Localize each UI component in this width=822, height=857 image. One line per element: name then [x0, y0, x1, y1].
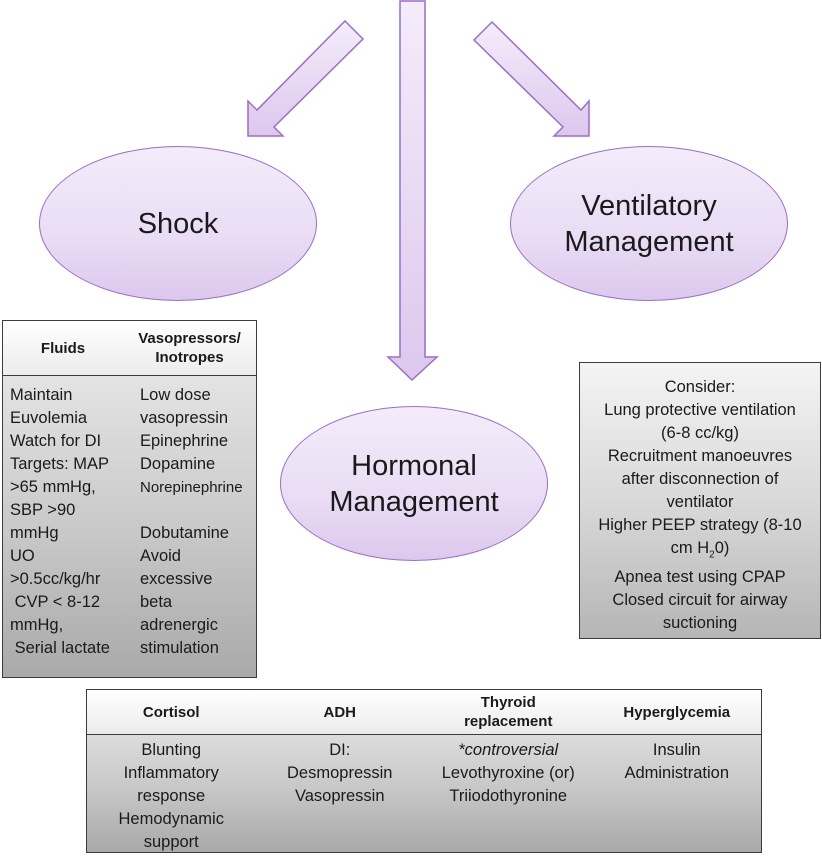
node-ventilatory-label: Ventilatory Management	[564, 188, 733, 260]
fluids-line: Maintain	[10, 386, 73, 404]
cortisol-line: Hemodynamic	[118, 810, 224, 828]
fluids-line: >0.5cc/kg/hr	[10, 570, 101, 588]
header-cortisol: Cortisol	[142, 703, 200, 721]
label-line: Hormonal	[351, 449, 477, 482]
arrow-down-right-to-ventilatory	[472, 20, 590, 137]
hormone-table: Cortisol ADH Thyroid replacement Hypergl…	[86, 689, 762, 853]
shock-table-header: Fluids Vasopressors/ Inotropes	[3, 321, 256, 376]
thyroid-line: Levothyroxine (or)	[441, 764, 575, 782]
node-hormonal-management: Hormonal Management	[280, 406, 548, 561]
node-shock: Shock	[39, 146, 317, 301]
vasopressor-line: Dopamine	[140, 455, 216, 473]
vasopressor-line: beta	[140, 593, 173, 611]
vasopressor-line: vasopressin	[140, 409, 229, 427]
header-adh: ADH	[323, 703, 357, 721]
thyroid-column: *controversial Levothyroxine (or) Triiod…	[424, 739, 593, 854]
vasopressor-line: Epinephrine	[140, 432, 229, 450]
hyperglycemia-line: Administration	[624, 764, 730, 782]
label-line: Management	[564, 225, 734, 258]
node-shock-label: Shock	[138, 206, 219, 242]
fluids-line: UO	[10, 547, 35, 565]
vent-line: ventilator	[666, 493, 734, 511]
cortisol-column: Blunting Inflammatory response Hemodynam…	[87, 739, 256, 854]
vent-line: after disconnection of	[621, 470, 779, 488]
label-line: Shock	[137, 207, 219, 240]
fluids-line: CVP < 8-12	[10, 593, 101, 611]
hyperglycemia-line: Insulin	[652, 741, 701, 759]
fluids-line: Targets: MAP	[10, 455, 110, 473]
cortisol-line: support	[143, 833, 199, 851]
vasopressor-line	[140, 499, 256, 522]
adh-column: DI: Desmopressin Vasopressin	[256, 739, 425, 854]
hormone-table-header: Cortisol ADH Thyroid replacement Hypergl…	[87, 690, 761, 735]
vent-line: Apnea test using CPAP	[614, 568, 786, 587]
arrow-down-left-to-shock	[247, 19, 365, 137]
header-fluids: Fluids	[40, 339, 86, 357]
thyroid-line: Triiodothyronine	[449, 787, 568, 805]
adh-line: Vasopressin	[294, 787, 385, 805]
fluids-line: mmHg,	[10, 616, 64, 634]
vent-line: Closed circuit for airway	[612, 591, 788, 610]
vasopressor-line: excessive	[140, 570, 213, 588]
fluids-column: Maintain Euvolemia Watch for DI Targets:…	[3, 384, 131, 660]
label-line: Ventilatory	[581, 189, 717, 222]
vasopressor-line: Avoid	[140, 547, 181, 565]
fluids-line: mmHg	[10, 524, 59, 542]
arrow-down-to-hormonal	[386, 0, 439, 382]
vent-line: Lung protective ventilation	[604, 401, 796, 419]
header-vasopressors: Vasopressors/ Inotropes	[138, 330, 241, 366]
vent-line: suctioning	[662, 614, 738, 633]
ventilatory-box: Consider: Lung protective ventilation (6…	[579, 362, 821, 639]
node-ventilatory-management: Ventilatory Management	[510, 146, 788, 301]
header-thyroid: Thyroid replacement	[464, 694, 553, 730]
fluids-line: Watch for DI	[10, 432, 102, 450]
cortisol-line: response	[137, 787, 206, 805]
cortisol-line: Blunting	[141, 741, 202, 759]
vent-line: (6-8 cc/kg)	[661, 424, 739, 442]
node-hormonal-label: Hormonal Management	[329, 448, 498, 520]
thyroid-note: *controversial	[458, 741, 559, 759]
label-line: Management	[329, 485, 499, 518]
vent-line: Higher PEEP strategy (8-10	[598, 516, 802, 534]
fluids-line: Serial lactate	[10, 639, 110, 657]
header-hyperglycemia: Hyperglycemia	[623, 703, 731, 721]
fluids-line: SBP >90	[10, 501, 76, 519]
vasopressor-line: Norepinephrine	[140, 479, 243, 496]
vent-line-h2o: cm H20)	[670, 539, 730, 561]
vasopressor-line: stimulation	[140, 639, 219, 657]
cortisol-line: Inflammatory	[123, 764, 219, 782]
vent-line: Consider:	[664, 378, 736, 396]
fluids-line: >65 mmHg,	[10, 478, 96, 496]
adh-line: Desmopressin	[287, 764, 393, 782]
vasopressor-line: adrenergic	[140, 616, 218, 634]
shock-table: Fluids Vasopressors/ Inotropes Maintain …	[2, 320, 257, 678]
vasopressor-line: Low dose	[140, 386, 211, 404]
adh-line: DI:	[329, 741, 351, 759]
vasopressor-line: Dobutamine	[140, 524, 229, 542]
hyperglycemia-column: Insulin Administration	[593, 739, 762, 854]
vent-line: Recruitment manoeuvres	[607, 447, 793, 465]
vasopressors-column: Low dose vasopressin Epinephrine Dopamin…	[131, 384, 256, 660]
fluids-line: Euvolemia	[10, 409, 88, 427]
